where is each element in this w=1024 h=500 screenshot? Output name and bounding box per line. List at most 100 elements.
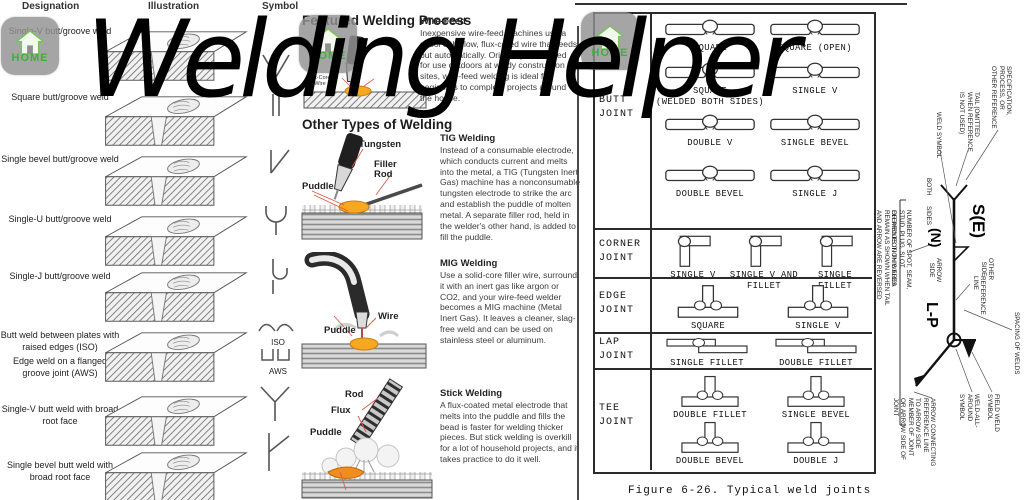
home-button-label: HOME bbox=[309, 49, 347, 62]
symbol-square-icon bbox=[272, 94, 280, 116]
joint-item: DOUBLE BEVEL bbox=[658, 420, 762, 467]
home-button-label: HOME bbox=[11, 51, 49, 64]
joint-item: SQUARE bbox=[658, 17, 762, 54]
joint-item: SQUARE bbox=[660, 283, 756, 332]
column-header-illustration: Illustration bbox=[148, 1, 200, 12]
elements-note-label: ELEMENTS IN THIS AREA REMAIN AS SHOWN WH… bbox=[875, 210, 897, 306]
page-edge-divider bbox=[577, 26, 579, 500]
butt-joint-icon bbox=[664, 60, 756, 84]
spec-reference-label: SPECIFICATION, PROCESS, OR OTHER REFEREN… bbox=[990, 66, 1012, 129]
weld-illustration bbox=[98, 392, 250, 451]
sides-label: SIDES bbox=[925, 206, 932, 225]
weld-symbol-label: WELD SYMBOL bbox=[935, 112, 942, 159]
wire-feed-image-label: Flux-Cored Wire bbox=[306, 75, 334, 87]
joint-item: DOUBLE BEVEL bbox=[658, 163, 762, 200]
joint-item: SINGLE FILLET bbox=[656, 336, 758, 369]
butt-joint-icon bbox=[769, 112, 861, 136]
weld-all-around-label: WELD-ALL- AROUND SYMBOL bbox=[958, 394, 980, 428]
row-divider bbox=[593, 332, 872, 334]
tig-label-tungsten: Tungsten bbox=[359, 139, 402, 150]
joint-label-edge: EDGE JOINT bbox=[599, 291, 635, 316]
symbol-single-bevel-icon bbox=[270, 149, 290, 174]
mig-illustration bbox=[301, 252, 427, 369]
butt-joint-icon bbox=[664, 17, 756, 41]
designation-single-u: Single-U butt/groove weld bbox=[8, 214, 112, 224]
tee-joint-icon bbox=[781, 420, 851, 454]
weld-illustration bbox=[98, 92, 250, 151]
tail-label: TAIL (OMITTED WHEN REFERENCE IS NOT USED… bbox=[958, 92, 980, 152]
wire-feed-heading: Wire-Feed bbox=[420, 16, 466, 27]
butt-joint-icon bbox=[664, 163, 756, 187]
corner-joint-icon bbox=[814, 232, 856, 268]
weld-symbol-chart: SPECIFICATION, PROCESS, OR OTHER REFEREN… bbox=[875, 0, 1024, 500]
joint-item: DOUBLE V bbox=[658, 112, 762, 149]
spacing-of-welds-label: SPACING OF WELDS bbox=[1013, 312, 1020, 375]
reference-line-label: REFERENCE LINE bbox=[971, 276, 986, 315]
joint-item: SINGLE J bbox=[762, 163, 868, 200]
tig-label-filler-rod: Filler Rod bbox=[374, 159, 397, 180]
designation-raised-edges-iso: Butt weld between plates with raised edg… bbox=[0, 330, 120, 352]
tee-joint-icon bbox=[675, 374, 745, 408]
stick-illustration bbox=[301, 378, 433, 499]
designation-square: Square butt/groove weld bbox=[11, 92, 109, 102]
arrow-connecting-label: ARROW CONNECTING REFERENCE LINE TO ARROW… bbox=[891, 398, 936, 467]
symbol-caption-iso: ISO bbox=[271, 338, 285, 347]
field-weld-label: FIELD WELD SYMBOL bbox=[985, 394, 1000, 432]
joint-item: SINGLE FILLET bbox=[804, 232, 866, 293]
butt-joint-icon bbox=[664, 112, 756, 136]
home-button[interactable]: HOME bbox=[299, 15, 357, 73]
tee-joint-icon bbox=[781, 374, 851, 408]
symbol-bevel-broad-root-icon bbox=[268, 433, 290, 471]
corner-joint-icon bbox=[672, 232, 714, 268]
row-divider bbox=[593, 368, 872, 370]
joint-item: DOUBLE FILLET bbox=[764, 336, 868, 369]
column-header-symbol: Symbol bbox=[262, 1, 299, 12]
joint-label-corner: CORNER JOINT bbox=[599, 239, 642, 264]
wire-feed-body: Inexpensive wire-feed machines use a spo… bbox=[420, 28, 578, 103]
symbol-single-u-icon bbox=[265, 206, 287, 235]
joint-item: DOUBLE FILLET bbox=[658, 374, 762, 421]
mig-label-puddle: Puddle bbox=[324, 325, 356, 336]
row-divider bbox=[593, 228, 872, 230]
tig-label-puddle: Puddle bbox=[302, 181, 334, 192]
joint-item: SINGLE V bbox=[762, 60, 868, 97]
symbol-single-j-icon bbox=[272, 259, 288, 294]
joint-item: SQUARE (OPEN) bbox=[762, 17, 868, 54]
length-pitch-symbol: L-P bbox=[923, 302, 940, 328]
weld-illustration bbox=[98, 27, 250, 86]
page-top-rule bbox=[575, 3, 907, 5]
column-header-designation: Designation bbox=[22, 1, 80, 12]
joint-label-butt: BUTT JOINT bbox=[599, 95, 635, 120]
weld-symbol-diagram-lines bbox=[899, 129, 1013, 426]
butt-joint-icon bbox=[769, 163, 861, 187]
both-label: BOTH bbox=[925, 178, 932, 196]
designation-single-bevel: Single bevel butt/groove weld bbox=[1, 154, 119, 164]
home-button-label: HOME bbox=[591, 46, 629, 59]
stick-label-puddle: Puddle bbox=[310, 427, 342, 438]
joints-table-divider bbox=[650, 12, 652, 470]
symbol-caption-aws: AWS bbox=[269, 367, 287, 376]
edge-joint-icon bbox=[785, 283, 851, 319]
weld-illustration bbox=[98, 328, 250, 387]
joint-item: SINGLE V bbox=[770, 283, 866, 332]
joint-label-lap: LAP JOINT bbox=[599, 337, 635, 362]
arrow-side-label: ARROW SIDE bbox=[927, 258, 942, 283]
joint-item: SQUARE (WELDED BOTH SIDES) bbox=[655, 60, 765, 109]
edge-joint-icon bbox=[675, 283, 741, 319]
tig-heading: TIG Welding bbox=[440, 133, 496, 144]
tee-joint-icon bbox=[675, 420, 745, 454]
home-button[interactable]: HOME bbox=[581, 12, 639, 70]
stick-label-flux: Flux bbox=[331, 405, 351, 416]
joint-item: DOUBLE J bbox=[764, 420, 868, 467]
joint-label-tee: TEE JOINT bbox=[599, 403, 635, 428]
symbol-v-broad-root-icon bbox=[260, 386, 290, 421]
joint-item: SINGLE V bbox=[660, 232, 726, 281]
tig-illustration bbox=[301, 133, 423, 240]
home-button[interactable]: HOME bbox=[1, 17, 59, 75]
mig-body: Use a solid-core filler wire, surround i… bbox=[440, 270, 578, 345]
figure-caption: Figure 6-26. Typical weld joints bbox=[628, 485, 872, 497]
stick-label-rod: Rod bbox=[345, 389, 364, 400]
symbol-single-v-icon bbox=[262, 54, 290, 79]
weld-illustration bbox=[98, 448, 250, 500]
tig-body: Instead of a consumable electrode, which… bbox=[440, 145, 580, 242]
